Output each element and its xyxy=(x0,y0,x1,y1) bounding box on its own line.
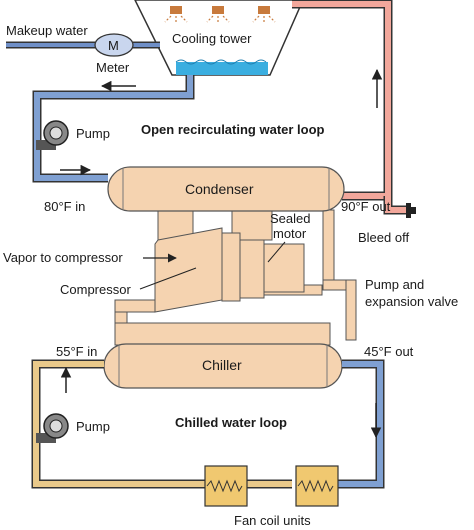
makeup-water-label: Makeup water xyxy=(6,23,88,38)
cooling-tower-label: Cooling tower xyxy=(172,31,252,46)
meter-icon: M xyxy=(94,33,134,57)
condenser-supply-pipe xyxy=(32,75,195,183)
chilled-supply-pipe xyxy=(31,359,292,489)
temp-55-in: 55°F in xyxy=(56,344,97,359)
sealed-motor xyxy=(239,239,305,299)
pump-bottom-label: Pump xyxy=(76,419,110,434)
condenser-label: Condenser xyxy=(185,181,254,197)
bleed-off-label: Bleed off xyxy=(358,230,409,245)
sealed-motor-label-2: motor xyxy=(273,226,307,241)
chiller-label: Chiller xyxy=(202,357,242,373)
compressor-leader xyxy=(139,267,197,290)
chiller-housing xyxy=(114,322,331,346)
chilled-loop-label: Chilled water loop xyxy=(175,415,287,430)
tower-riser-pipe xyxy=(292,0,408,215)
compressor-label: Compressor xyxy=(60,282,131,297)
pump-expansion-label-1: Pump and xyxy=(365,277,424,292)
chilled-return-pipe xyxy=(338,359,385,489)
fan-coil-units-label: Fan coil units xyxy=(234,513,311,528)
temp-90-out: 90°F out xyxy=(341,199,391,214)
temp-80-in: 80°F in xyxy=(44,199,85,214)
pump-top-icon xyxy=(36,120,69,150)
fan-coil-unit-1 xyxy=(204,465,248,507)
condenser-vessel xyxy=(107,166,345,212)
open-loop-label: Open recirculating water loop xyxy=(141,122,325,137)
pump-top-label: Pump xyxy=(76,126,110,141)
sealed-motor-leader xyxy=(267,241,286,263)
meter-label: Meter xyxy=(96,60,130,75)
pump-bottom-icon xyxy=(36,413,69,443)
pump-expansion-label-2: expansion valve xyxy=(365,294,458,309)
bleed-off-valve xyxy=(406,203,416,218)
temp-45-out: 45°F out xyxy=(364,344,414,359)
cooling-tower xyxy=(134,0,304,76)
sealed-motor-label-1: Sealed xyxy=(270,211,310,226)
compressor xyxy=(154,227,241,313)
vapor-to-compressor-label: Vapor to compressor xyxy=(3,250,123,265)
svg-text:M: M xyxy=(108,38,119,53)
spray-nozzles xyxy=(164,6,276,24)
fan-coil-unit-2 xyxy=(295,465,339,507)
